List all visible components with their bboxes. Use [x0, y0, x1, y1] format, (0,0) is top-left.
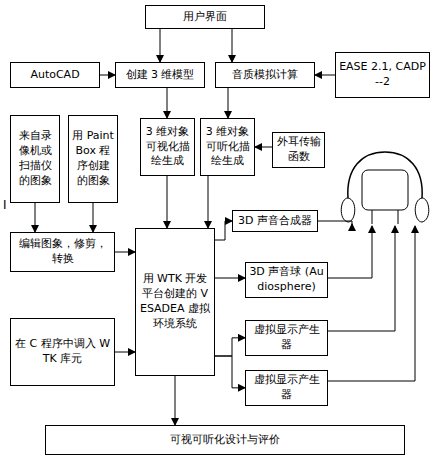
- output-line: [328, 226, 372, 278]
- process-box: 音质模拟计算: [215, 62, 315, 88]
- source-box: 用 Paint Box 程序创建的图象: [68, 115, 118, 203]
- output-line: [328, 226, 395, 331]
- box-text: 可视可听化设计与评价: [170, 433, 280, 448]
- flow-arrow: [167, 88, 168, 118]
- output-box: 3D 声音球 (Audiosphere): [245, 262, 328, 298]
- software-box: AutoCAD: [10, 62, 100, 88]
- input-box: 外耳传输函数: [272, 132, 325, 168]
- box-text: 虚拟显示产生器: [249, 323, 324, 353]
- flow-arrow: [160, 29, 161, 62]
- result-box: 可视可听化设计与评价: [45, 425, 405, 455]
- flow-arrow: [115, 352, 135, 353]
- flow-arrow: [35, 203, 36, 232]
- flow-arrow: [208, 176, 209, 228]
- box-text: AutoCAD: [30, 68, 79, 83]
- neck-line: [372, 210, 398, 224]
- flow-arrow: [315, 75, 335, 76]
- flow-arrow: [215, 278, 245, 279]
- output-line: [318, 221, 352, 225]
- flow-arrow: [215, 356, 245, 388]
- box-text: 用 Paint Box 程序创建的图象: [72, 129, 114, 188]
- flow-arrow: [215, 338, 245, 356]
- process-box: 3 维对象可视化描绘生成: [140, 118, 195, 176]
- output-box: 虚拟显示产生器: [245, 370, 328, 406]
- output-box: 3D 声音合成器: [232, 210, 318, 232]
- flow-arrow: [93, 203, 94, 232]
- source-box: 来自录像机或扫描仪的图象: [10, 115, 60, 203]
- stray-mark: I: [3, 198, 7, 212]
- box-text: 3 维对象可视化描绘生成: [144, 125, 191, 170]
- process-box: 3 维对象可听化描绘生成: [200, 118, 255, 176]
- process-box: 编辑图象，修剪，转换: [10, 232, 115, 272]
- flow-arrow: [100, 75, 115, 76]
- software-box: EASE 2.1, CADP--2: [335, 52, 430, 98]
- flow-arrow: [167, 176, 168, 228]
- interface-box: 用户界面: [145, 5, 265, 29]
- box-text: 创建 3 维模型: [126, 68, 195, 83]
- flow-arrow: [232, 29, 233, 62]
- box-text: EASE 2.1, CADP--2: [339, 60, 426, 90]
- box-text: 外耳传输函数: [276, 135, 321, 165]
- box-text: 3D 声音球 (Audiosphere): [249, 265, 324, 295]
- system-box: 用 WTK 开发平台创建的 VESADEA 虚拟环境系统: [135, 228, 215, 376]
- flow-arrow: [228, 88, 229, 118]
- flow-arrow: [175, 376, 176, 425]
- left-earphone: [341, 198, 355, 222]
- output-box: 虚拟显示产生器: [245, 320, 328, 356]
- box-text: 来自录像机或扫描仪的图象: [14, 129, 56, 188]
- box-text: 用 WTK 开发平台创建的 VESADEA 虚拟环境系统: [139, 272, 211, 331]
- box-text: 虚拟显示产生器: [249, 373, 324, 403]
- output-line: [328, 226, 415, 381]
- output-line: [352, 224, 353, 228]
- flow-arrow: [255, 147, 272, 148]
- flow-arrow: [215, 221, 232, 240]
- right-earphone: [415, 198, 429, 222]
- flow-arrow: [115, 252, 135, 253]
- box-text: 编辑图象，修剪，转换: [14, 237, 111, 267]
- head-outline: [362, 170, 408, 210]
- box-text: 用户界面: [183, 10, 227, 25]
- box-text: 3 维对象可听化描绘生成: [204, 125, 251, 170]
- process-box: 创建 3 维模型: [115, 62, 205, 88]
- box-text: 音质模拟计算: [232, 68, 298, 83]
- box-text: 在 C 程序中调入 WTK 库元: [14, 337, 111, 367]
- box-text: 3D 声音合成器: [238, 214, 312, 229]
- library-box: 在 C 程序中调入 WTK 库元: [10, 318, 115, 386]
